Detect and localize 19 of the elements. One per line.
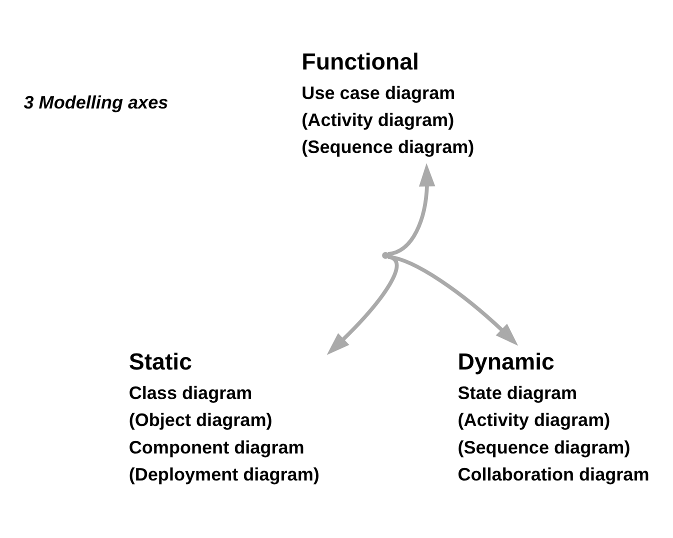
node-label: (Sequence diagram) — [458, 437, 630, 458]
arrow — [388, 254, 518, 346]
node-text: Static — [128, 348, 192, 375]
node-label: (Sequence diagram) — [302, 136, 474, 157]
node-label: State diagram — [458, 383, 578, 404]
node-label: Collaboration diagram — [458, 464, 650, 484]
node-text: Dynamic — [458, 348, 554, 375]
node-label: (Activity diagram) — [458, 410, 610, 430]
arrow — [388, 163, 436, 256]
node-point — [382, 252, 389, 259]
node-label: Component diagram — [128, 437, 304, 458]
node-label: (Deployment diagram) — [128, 464, 320, 484]
node-label: Use case diagram — [302, 82, 456, 103]
node-label: (Object diagram) — [128, 410, 272, 430]
arrow — [326, 255, 399, 355]
node-label: Class diagram — [128, 383, 252, 404]
label: 3 Modelling axes — [24, 92, 168, 112]
node-text: Functional — [302, 48, 419, 74]
node-label: (Activity diagram) — [302, 110, 454, 130]
